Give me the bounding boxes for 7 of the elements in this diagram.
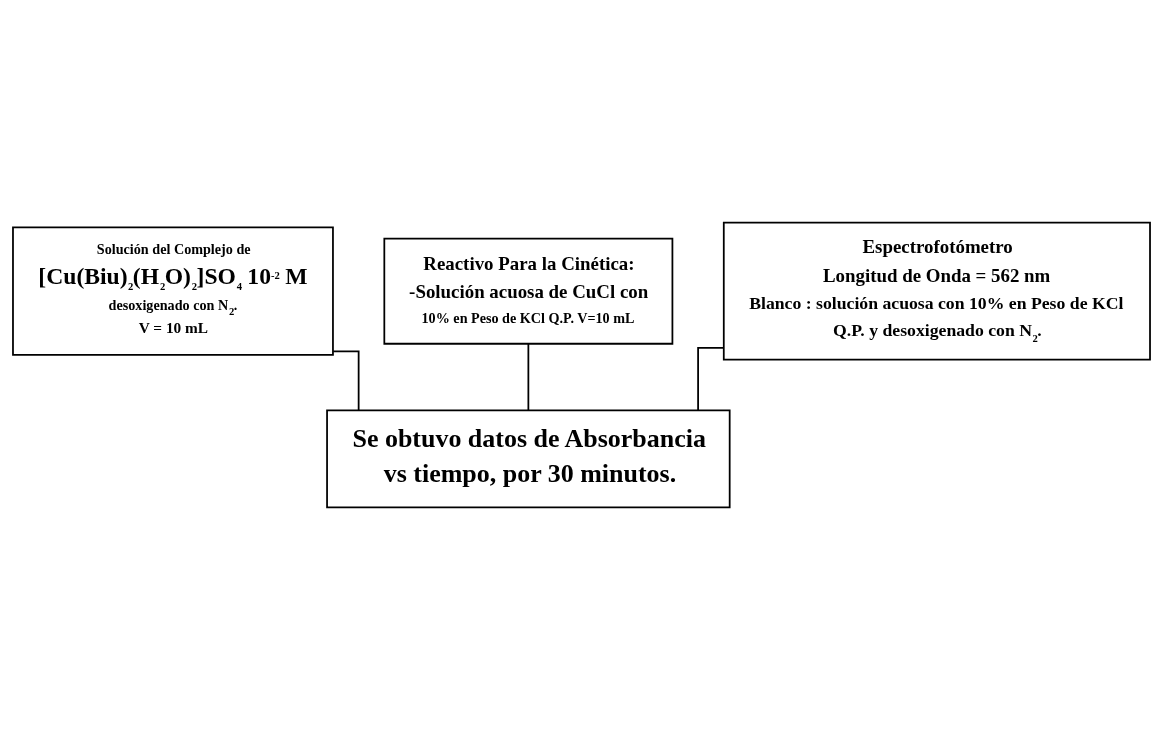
connector (697, 346, 725, 411)
connector (527, 342, 530, 411)
connector (332, 350, 360, 411)
node-box: Se obtuvo datos de Absorbancia vs tiempo, por 30 minutos. (326, 409, 731, 508)
node-box: Solución del Complejo de [Cu(Biu)$_{2}$(H$_{2}$O)$_{2}$]SO$_{4}$ 10$^{-2}$ M desoxigenado con N$_{2}$. V = 10 mL (12, 226, 334, 356)
node-box: Espectrofotómetro Longitud de Onda = 562 nm Blanco : solución acuosa con 10% en Peso de KCl Q.P. y desoxigenado con N$_{2}$. (722, 221, 1151, 361)
node-box: Reactivo Para la Cinética: -Solución acuosa de CuCl con 10% en Peso de KCl Q.P. V=10 mL (383, 237, 674, 345)
